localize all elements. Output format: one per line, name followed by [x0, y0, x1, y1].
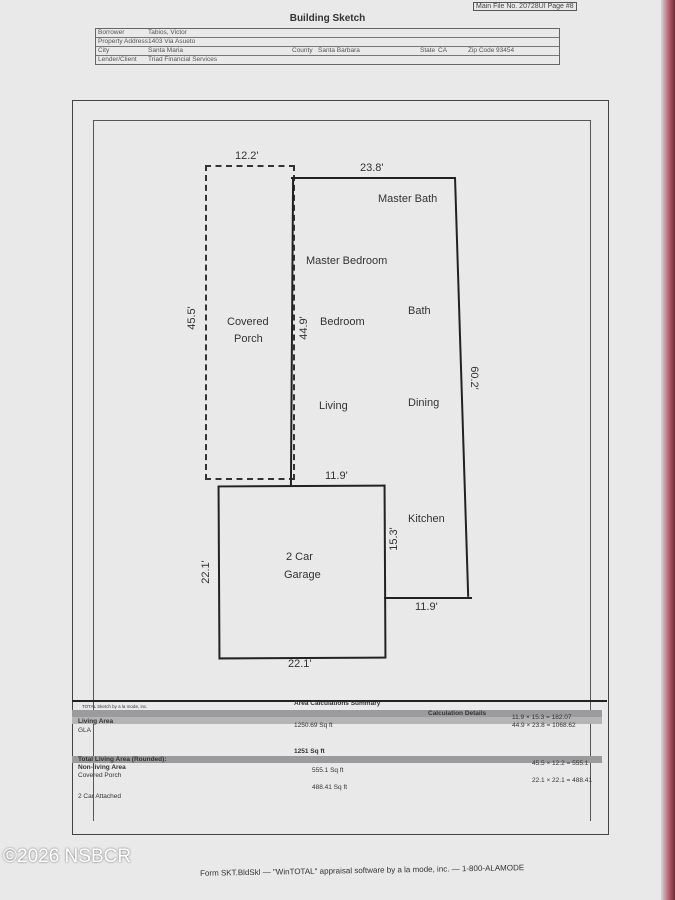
room-kitchen: Kitchen	[408, 513, 445, 525]
area-calculations: TOTAL Sketch by a la mode, inc. Area Cal…	[72, 700, 607, 800]
calc-line-3: 45.5 × 12.2 = 555.1	[532, 760, 589, 767]
page-title: Building Sketch	[289, 13, 366, 24]
page-edge	[661, 0, 675, 900]
house-top-wall	[291, 177, 455, 179]
garage-area-value: 488.41 Sq ft	[312, 784, 348, 791]
calc-line-1: 11.9 × 15.3 = 182.07	[512, 714, 572, 721]
band	[72, 710, 602, 717]
address-label: Property Address	[98, 38, 148, 45]
zip-label: Zip Code	[468, 47, 495, 54]
total-living-label: Total Living Area (Rounded):	[78, 756, 167, 763]
calc-title: Area Calculations Summary	[294, 700, 381, 707]
city-value: Santa Maria	[148, 47, 184, 54]
room-living: Living	[319, 400, 348, 412]
state-label: State	[420, 47, 436, 54]
gla-value: 1250.69 Sq ft	[294, 722, 333, 729]
lender-label: Lender/Client	[98, 56, 137, 63]
calc-line-2: 44.9 × 23.8 = 1068.62	[512, 722, 576, 729]
software-credit: TOTAL Sketch by a la mode, inc.	[82, 704, 148, 709]
total-living-value: 1251 Sq ft	[294, 748, 325, 755]
sketch-area	[93, 120, 591, 821]
garage-label: 2 Car	[286, 551, 313, 563]
watermark: ©2026 NSBCR	[3, 846, 132, 867]
house-left-dim: 44.9'	[297, 316, 310, 340]
borrower-label: Borrower	[98, 29, 125, 36]
garage-area-label: 2 Car Attached	[78, 793, 121, 800]
garage-bottom-dim: 22.1'	[288, 658, 312, 670]
room-bedroom: Bedroom	[320, 316, 365, 328]
living-area-label: Living Area	[78, 718, 114, 725]
zip-value: 93454	[496, 47, 515, 54]
borrower-row: Borrower Tabios, Victor	[96, 29, 559, 38]
house-top-dim: 23.8'	[360, 162, 384, 174]
calc-details-heading: Calculation Details	[428, 710, 487, 717]
garage-label-2: Garage	[284, 569, 321, 581]
house-bottom-dim: 11.9'	[415, 601, 438, 613]
covered-porch-value: 555.1 Sq ft	[312, 767, 344, 774]
lender-row: Lender/Client Triad Financial Services	[96, 56, 559, 64]
house-bottom-wall	[384, 597, 472, 599]
room-master-bath: Master Bath	[378, 193, 438, 205]
calc-line-4: 22.1 × 22.1 = 488.41	[532, 777, 592, 784]
divider	[72, 700, 607, 702]
city-label: City	[98, 47, 110, 54]
house-right-dim: 60.2'	[467, 366, 480, 390]
gla-label: GLA	[78, 727, 92, 734]
porch-top-dim: 12.2'	[235, 150, 259, 162]
garage-left-dim: 22.1'	[199, 560, 212, 584]
borrower-value: Tabios, Victor	[148, 29, 187, 36]
non-living-label: Non-living Area	[78, 764, 126, 771]
room-master-bedroom: Master Bedroom	[306, 255, 388, 267]
lender-value: Triad Financial Services	[148, 56, 218, 63]
room-bath: Bath	[408, 305, 431, 317]
porch-side-dim: 45.5'	[185, 306, 198, 330]
band	[72, 717, 602, 724]
county-value: Santa Barbara	[318, 47, 360, 54]
kitchen-side-dim: 15.3'	[387, 527, 400, 551]
covered-porch-outline	[205, 165, 295, 480]
county-label: County	[292, 47, 313, 54]
house-mid-dim: 11.9'	[325, 470, 348, 482]
state-value: CA	[438, 47, 448, 54]
room-dining: Dining	[408, 397, 440, 409]
band	[72, 756, 602, 763]
footer-text: Form SKT.BldSkl — "WinTOTAL" appraisal s…	[199, 863, 525, 878]
address-value: 1403 Via Asueto	[148, 38, 196, 45]
sketch-frame	[72, 100, 609, 835]
porch-label: Covered	[227, 316, 269, 328]
porch-label-2: Porch	[234, 333, 263, 345]
main-file-number: Main File No. 20728UI Page #8	[473, 2, 577, 11]
covered-porch-label: Covered Porch	[78, 772, 122, 779]
